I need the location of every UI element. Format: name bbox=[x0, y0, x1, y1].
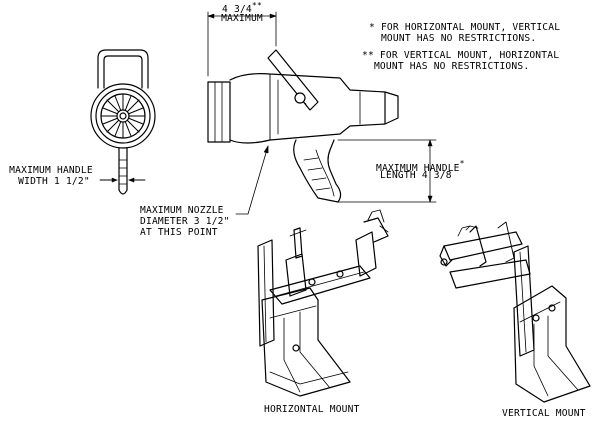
vertical-mount-drawing bbox=[439, 221, 591, 403]
horizontal-mount-caption: HORIZONTAL MOUNT bbox=[264, 404, 360, 415]
top-width-value: 4 3/4** bbox=[222, 1, 262, 15]
top-width-caption: MAXIMUM bbox=[221, 13, 263, 24]
nozzle-side-view bbox=[207, 11, 437, 215]
note-single-star: * FOR HORIZONTAL MOUNT, VERTICAL MOUNT H… bbox=[369, 22, 561, 44]
handle-length-label: MAXIMUM HANDLE* bbox=[376, 159, 465, 174]
handle-width-label: MAXIMUM HANDLE WIDTH 1 1/2" bbox=[9, 165, 93, 187]
horizontal-mount-drawing bbox=[257, 209, 389, 397]
nozzle-diameter-label: MAXIMUM NOZZLE DIAMETER 3 1/2" AT THIS P… bbox=[140, 205, 230, 238]
note-double-star: ** FOR VERTICAL MOUNT, HORIZONTAL MOUNT … bbox=[362, 50, 560, 72]
vertical-mount-caption: VERTICAL MOUNT bbox=[502, 408, 586, 419]
handle-length-value: LENGTH 4 3/8 bbox=[380, 170, 452, 181]
nozzle-front-view bbox=[90, 49, 156, 195]
